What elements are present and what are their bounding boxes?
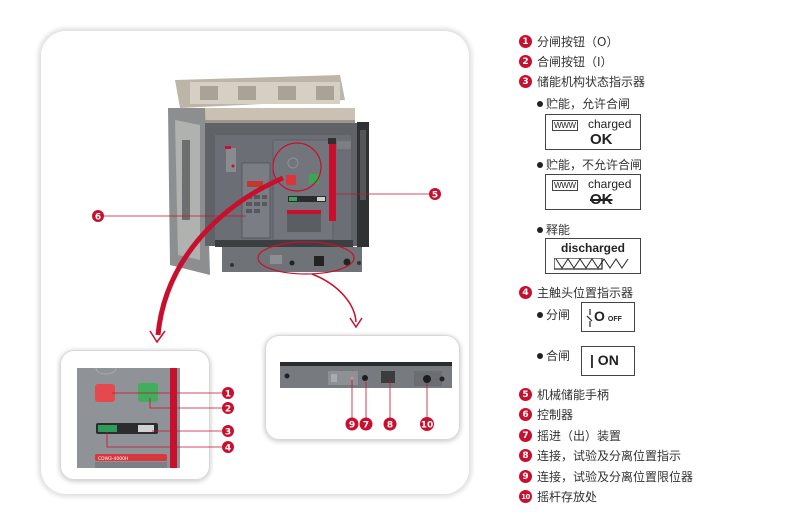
legend-item-5: 5 机械储能手柄	[519, 386, 609, 403]
arrow-head-icon	[349, 317, 363, 329]
indicator-text: charged	[588, 177, 632, 191]
number-badge-icon: 4	[519, 286, 532, 299]
callout-7: 7	[359, 417, 373, 431]
svg-text:8: 8	[387, 421, 393, 431]
bullet-icon	[537, 100, 543, 107]
state-label: 分闸	[546, 308, 571, 322]
svg-text:7: 7	[363, 421, 369, 431]
svg-text:10: 10	[421, 421, 434, 431]
switch-open-icon	[586, 309, 593, 327]
svg-text:5: 5	[432, 191, 438, 201]
indicator-text: | ON	[590, 352, 619, 368]
bullet-icon	[537, 161, 543, 168]
circuit-breaker-image	[168, 75, 369, 275]
svg-text:1: 1	[225, 390, 231, 400]
legend-label: 储能机构状态指示器	[537, 75, 646, 89]
svg-text:2: 2	[225, 405, 231, 415]
number-badge-icon: 9	[519, 470, 532, 483]
contact-state-open: 分闸	[537, 306, 570, 323]
state-label: 贮能，不允许合闸	[546, 158, 643, 172]
energy-state-discharged: 释能	[537, 221, 570, 238]
indicator-text: charged	[588, 117, 632, 131]
indicator-status-struck: OK	[590, 191, 613, 208]
energy-state-charged-ok: 贮能，允许合闸	[537, 95, 630, 112]
state-label: 贮能，允许合闸	[546, 97, 631, 111]
callout-2: 2	[222, 402, 234, 415]
contact-state-closed: 合闸	[537, 347, 570, 364]
number-badge-icon: 5	[519, 388, 532, 401]
legend-item-7: 7 摇进（出）装置	[519, 427, 621, 444]
indicator-text: discharged	[560, 241, 626, 255]
bullet-icon	[537, 311, 543, 318]
number-badge-icon: 2	[519, 55, 532, 68]
number-badge-icon: 7	[519, 429, 532, 442]
callout-8: 8	[383, 417, 397, 431]
legend-label: 控制器	[537, 408, 574, 422]
number-badge-icon: 1	[519, 35, 532, 48]
svg-text:6: 6	[95, 213, 101, 223]
legend-label: 摇进（出）装置	[537, 429, 622, 443]
legend-label: 分闸按钮（O）	[537, 35, 619, 49]
svg-text:CDW3-4000H: CDW3-4000H	[98, 456, 128, 462]
discharged-indicator: discharged	[545, 238, 641, 274]
legend-label: 连接，试验及分离位置指示	[537, 449, 682, 463]
spring-icon	[554, 258, 629, 270]
number-badge-icon: 3	[519, 75, 532, 88]
arrow-to-front-panel	[155, 175, 284, 336]
state-label: 释能	[546, 223, 571, 237]
svg-text:9: 9	[349, 421, 355, 431]
legend-item-2: 2 合闸按钮（I）	[519, 53, 613, 70]
racking-detail	[280, 362, 452, 418]
number-badge-icon: 10	[519, 490, 532, 503]
spring-icon: WWW	[552, 180, 578, 191]
legend-item-1: 1 分闸按钮（O）	[519, 33, 618, 50]
energy-state-charged-not-ok: 贮能，不允许合闸	[537, 156, 642, 173]
state-label: 合闸	[546, 349, 571, 363]
legend-item-6: 6 控制器	[519, 406, 573, 423]
legend-item-8: 8 连接，试验及分离位置指示	[519, 447, 681, 464]
charged-ok-indicator: WWW charged OK	[545, 114, 641, 150]
number-badge-icon: 8	[519, 449, 532, 462]
arrow-head-icon	[149, 330, 166, 344]
bullet-icon	[537, 352, 543, 359]
callout-9: 9	[345, 417, 359, 431]
arrow-to-racking	[311, 273, 357, 323]
legend-label: 摇杆存放处	[537, 490, 598, 504]
callout-3: 3	[222, 425, 234, 438]
number-badge-icon: 6	[519, 408, 532, 421]
callout-1: 1	[222, 387, 234, 400]
front-panel-detail: CDW3-4000H	[77, 367, 222, 468]
svg-text:4: 4	[225, 444, 231, 454]
legend-label: 主触头位置指示器	[537, 286, 634, 300]
indicator-status: OK	[590, 131, 613, 148]
legend-item-9: 9 连接，试验及分离位置限位器	[519, 468, 693, 485]
bullet-icon	[537, 226, 543, 233]
legend-item-3: 3 储能机构状态指示器	[519, 73, 645, 90]
legend-label: 机械储能手柄	[537, 388, 610, 402]
indicator-sub: OFF	[607, 316, 622, 323]
legend-label: 合闸按钮（I）	[537, 55, 613, 69]
svg-text:3: 3	[225, 428, 231, 438]
charged-not-ok-indicator: WWW charged OK	[545, 174, 641, 210]
legend-item-10: 10 摇杆存放处	[519, 488, 597, 505]
spring-icon: WWW	[552, 120, 578, 131]
callout-4: 4	[222, 441, 234, 454]
on-indicator: | ON	[581, 346, 635, 376]
legend-label: 连接，试验及分离位置限位器	[537, 470, 694, 484]
legend-item-4: 4 主触头位置指示器	[519, 284, 633, 301]
callout-10: 10	[420, 417, 434, 431]
indicator-text: O	[594, 308, 605, 324]
callout-5: 5	[332, 188, 441, 201]
